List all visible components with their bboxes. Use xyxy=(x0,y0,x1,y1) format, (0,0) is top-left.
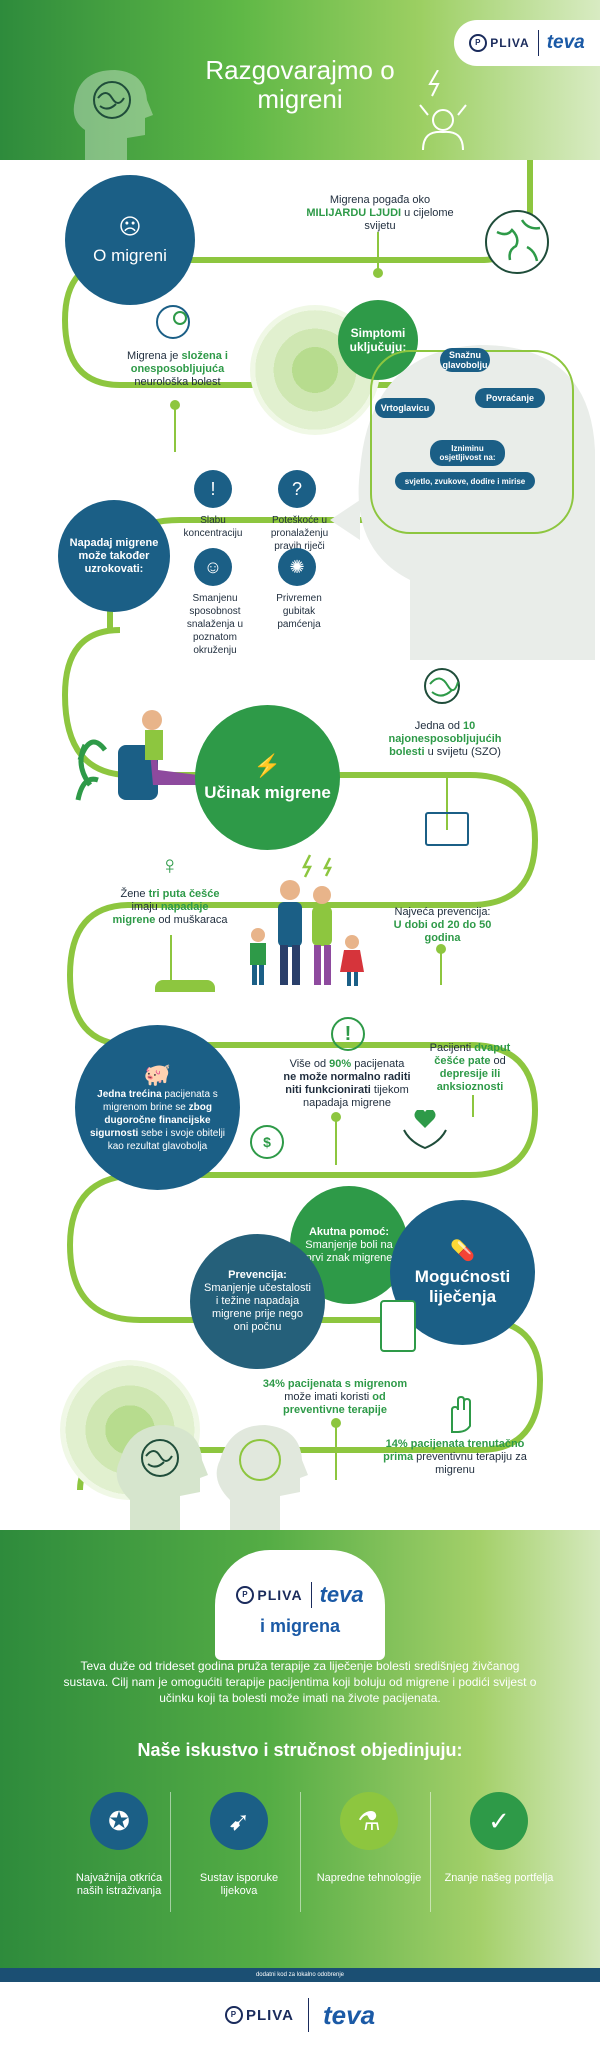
footer-paragraph: Teva duže od trideset godina pruža terap… xyxy=(63,1659,537,1705)
female-symbol-icon: ♀ xyxy=(160,850,180,880)
sleepy-face-icon: ☹ xyxy=(118,214,142,239)
stem xyxy=(377,232,379,272)
stem xyxy=(472,1095,474,1117)
stem xyxy=(174,402,176,452)
symptom-sensitivity: Izniminu osjetljivost na: xyxy=(430,440,505,466)
attacks-circle: Napadaj migrene može također uzrokovati: xyxy=(58,500,170,612)
impact-circle: ⚡ Učinak migrene xyxy=(195,705,340,850)
stem xyxy=(446,775,448,830)
attack-orientation: Smanjenu sposobnost snalaženja u poznato… xyxy=(186,593,244,656)
complex-disease-text: Migrena je složena i onesposobljujuća ne… xyxy=(127,350,228,388)
divider xyxy=(300,1792,301,1912)
confused-head-icon: ☺ xyxy=(194,548,232,586)
brain-icon: ✺ xyxy=(278,548,316,586)
acute-help-circle: Akutna pomoć: Smanjenje boli na prvi zna… xyxy=(290,1186,408,1304)
billion-stat: Migrena pogađa oko MILIJARDU LJUDI u cij… xyxy=(306,194,454,232)
preventive-14-stat: 14% pacijenata trenutačno prima preventi… xyxy=(383,1438,527,1476)
stem-dot xyxy=(436,944,446,954)
stem-dot xyxy=(331,1112,341,1122)
heart-hands-icon xyxy=(400,1108,450,1150)
page-title: Razgovarajmo o migreni xyxy=(205,55,395,114)
work-stat: Više od 90% pacijenata ne može normalno … xyxy=(283,1058,411,1109)
symptom-dizziness: Vrtoglavicu xyxy=(375,398,435,418)
footer-item-portfolio: Znanje našeg portfelja xyxy=(444,1872,554,1884)
divider xyxy=(430,1792,431,1912)
stem xyxy=(335,1115,337,1165)
footer-heading: Naše iskustvo i stručnost objedinjuju: xyxy=(137,1740,463,1760)
woman-headache-illustration xyxy=(75,710,198,801)
prevention-age: Najveća prevencija:U dobi od 20 do 50 go… xyxy=(393,906,492,944)
checkmark-icon: ✓ xyxy=(470,1792,528,1850)
footer-subtitle: i migrena xyxy=(259,1616,341,1636)
alert-icon: ! xyxy=(331,1017,365,1051)
footer-item-research: Najvažnija otkrića naših istraživanja xyxy=(75,1872,163,1897)
tangled-brain-icon xyxy=(420,664,464,708)
attack-concentration: Slabu koncentraciju xyxy=(183,515,243,539)
symptom-senses: svjetlo, zvukove, dodire i mirise xyxy=(395,472,535,490)
who-stat: Jedna od 10 najonesposobljujućih bolesti… xyxy=(388,720,502,758)
stem-dot xyxy=(373,268,383,278)
stem-dot xyxy=(170,400,180,410)
head-silhouette xyxy=(330,345,595,660)
depression-stat: Pacijenti dvaput češće pate od depresije… xyxy=(429,1042,511,1093)
microscope-icon: ⚗ xyxy=(340,1792,398,1850)
coin-icon: $ xyxy=(250,1125,284,1159)
pills-syringe-icon: 💊 xyxy=(450,1240,475,1262)
finance-circle: 🐖 Jedna trećina pacijenata s migrenom br… xyxy=(75,1025,240,1190)
stem-dot xyxy=(331,1418,341,1428)
delivery-arrows-icon: ➹ xyxy=(210,1792,268,1850)
about-title: O migreni xyxy=(93,246,167,265)
brain-target-icon xyxy=(148,302,198,344)
grass-mound xyxy=(155,980,215,992)
footer-item-delivery: Sustav isporuke lijekova xyxy=(199,1872,279,1897)
medicine-bottle-icon xyxy=(380,1300,416,1352)
headache-person-icon xyxy=(419,70,467,150)
research-medal-icon: ✪ xyxy=(90,1792,148,1850)
preventive-34-stat: 34% pacijenata s migrenom može imati kor… xyxy=(262,1378,408,1416)
about-circle: ☹ O migreni xyxy=(65,175,195,305)
family-illustration xyxy=(250,854,364,986)
symptom-headache: Snažnu glavobolju xyxy=(440,348,490,372)
attack-memory: Privremen gubitak pamćenja xyxy=(276,593,322,630)
raised-hand-icon xyxy=(438,1394,482,1434)
prevention-circle: Prevencija: Smanjenje učestalosti i teži… xyxy=(190,1234,325,1369)
head-brain-icon xyxy=(73,70,153,160)
women-stat: Žene tri puta češće imaju napadaje migre… xyxy=(112,888,228,926)
exclamation-icon: ! xyxy=(194,470,232,508)
lightning-icon: ⚡ xyxy=(253,752,282,778)
piggy-bank-icon: 🐖 xyxy=(143,1062,172,1087)
approval-code-bar: dodatni kod za lokalno odobrenje xyxy=(0,1968,600,1982)
speech-question-icon: ? xyxy=(278,470,316,508)
globe-icon xyxy=(485,210,549,274)
attack-words: Poteškoće u pronalaženju pravih riječi xyxy=(270,515,329,552)
stem xyxy=(170,935,172,985)
divider xyxy=(170,1792,171,1912)
symptom-vomiting: Povraćanje xyxy=(475,388,545,408)
stem xyxy=(440,945,442,985)
stem xyxy=(335,1420,337,1480)
two-heads-illustration xyxy=(116,1425,308,1530)
footer-item-technology: Napredne tehnologije xyxy=(316,1872,422,1884)
calendar-icon xyxy=(425,812,469,846)
